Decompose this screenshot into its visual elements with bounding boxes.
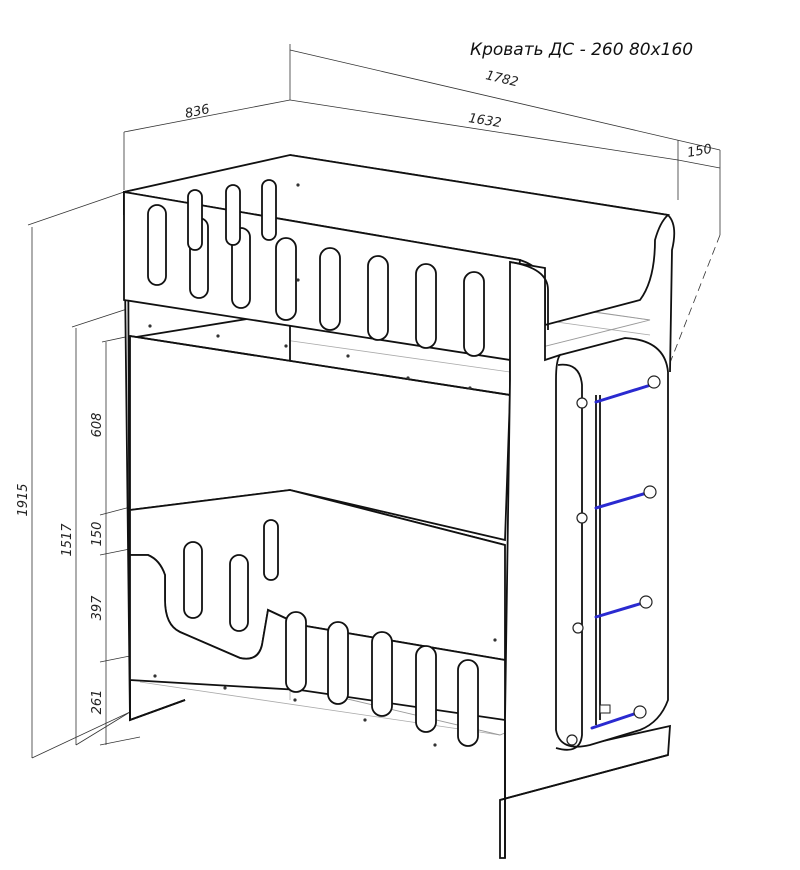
upper-slot (147, 204, 167, 286)
dim-ladder-offset: 150 (686, 142, 713, 161)
upper-back-slot (261, 179, 277, 241)
lower-slot (457, 659, 479, 747)
dim-lower-top-height: 1517 (60, 523, 75, 557)
lower-slot (371, 631, 393, 717)
lower-slot (415, 645, 437, 733)
ladder (555, 337, 669, 751)
upper-slot (231, 227, 251, 309)
dim-depth: 836 (184, 102, 211, 122)
lower-guard-rail (129, 489, 506, 722)
dim-total-length: 1782 (484, 68, 520, 90)
lower-back-slot (263, 519, 279, 581)
upper-slot (319, 247, 341, 331)
bolts (566, 375, 661, 746)
bolt-icon (639, 595, 653, 609)
upper-rail-slots (147, 179, 485, 357)
bolt-icon (643, 485, 657, 499)
upper-back-slot (187, 189, 203, 251)
dim-upper-gap: 608 (90, 413, 105, 438)
drawing-title: Кровать ДС - 260 80х160 (470, 40, 693, 60)
bolt-icon (576, 512, 588, 524)
lower-slot (229, 554, 249, 632)
bolt-icon (566, 734, 578, 746)
middle-side-board (129, 334, 511, 542)
upper-slot (367, 255, 389, 341)
bolt-icon (576, 397, 588, 409)
bolt-icon (633, 705, 647, 719)
upper-back-slot (225, 184, 241, 246)
upper-slot (463, 271, 485, 357)
dimension-labels: 1782 1632 150 836 1915 1517 608 150 397 … (16, 68, 713, 714)
ladder-rungs (590, 382, 656, 730)
dim-floor-clearance: 261 (90, 690, 105, 715)
dim-rail: 150 (90, 522, 105, 547)
lower-slot (327, 621, 349, 705)
bolt-icon (572, 622, 584, 634)
ladder-rung (594, 490, 652, 510)
ladder-rung (594, 600, 648, 619)
dim-bed-length: 1632 (467, 111, 502, 131)
bolt-icon (647, 375, 661, 389)
lower-rail-slots (183, 519, 479, 747)
right-end-panel (499, 260, 671, 859)
lower-slot (285, 611, 307, 693)
dimension-lines (27, 44, 721, 759)
lower-slot (183, 541, 203, 619)
upper-slot (415, 263, 437, 349)
screw-dots (148, 183, 497, 747)
dim-lower-board: 397 (90, 595, 105, 621)
ladder-rung (590, 710, 642, 730)
ladder-rung (594, 382, 656, 404)
dim-total-height: 1915 (16, 483, 31, 516)
upper-slot (275, 237, 297, 321)
bracket-icon (599, 704, 611, 714)
